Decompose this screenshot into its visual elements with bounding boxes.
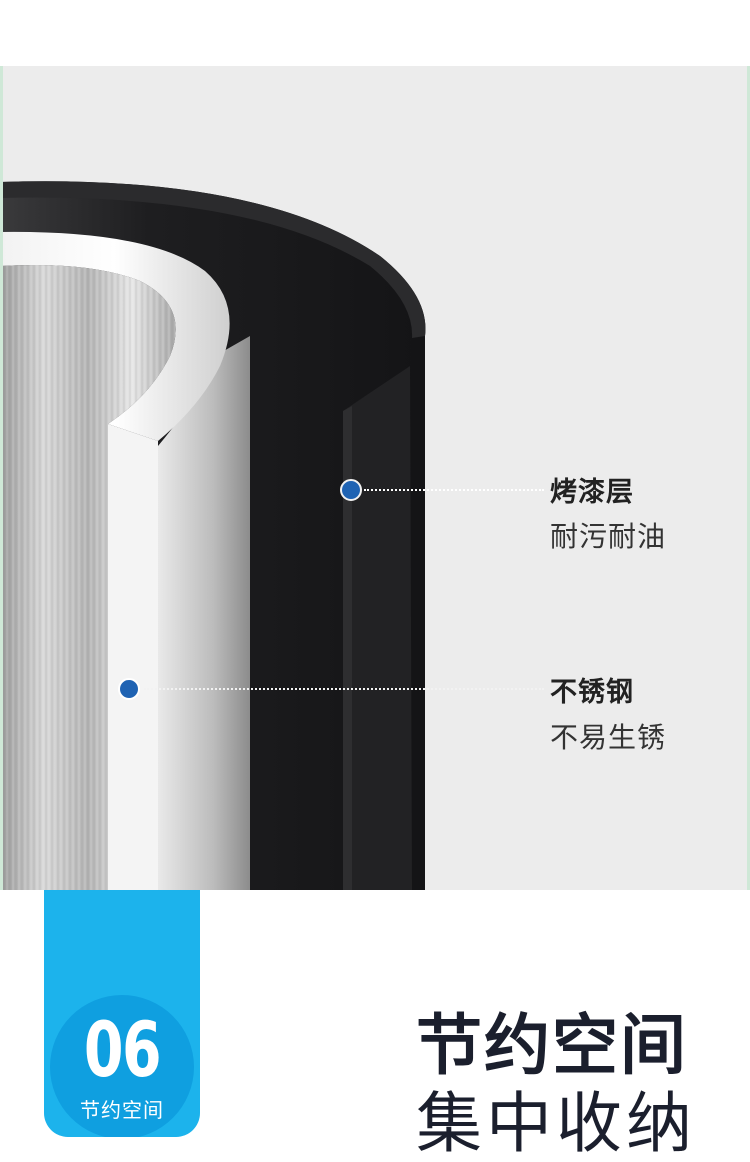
frame-edge-right xyxy=(747,66,750,890)
section-subtitle: 集中收纳 xyxy=(416,1085,696,1162)
callout-leader-line xyxy=(144,688,544,690)
callout-marker-dot xyxy=(340,479,362,501)
section-badge: 06 节约空间 xyxy=(44,890,200,1137)
frame-edge-left xyxy=(0,66,3,890)
badge-circle xyxy=(50,995,194,1137)
callout-description: 不易生锈 xyxy=(550,721,667,754)
callout-description: 耐污耐油 xyxy=(550,520,667,553)
callout-title: 不锈钢 xyxy=(550,677,634,708)
section-number: 06 xyxy=(83,1005,162,1094)
callout-title: 烤漆层 xyxy=(550,477,634,508)
section-title: 节约空间 xyxy=(416,1007,688,1084)
container-cutaway-illustration xyxy=(0,181,426,890)
product-illustration xyxy=(0,66,750,890)
callout-marker-dot xyxy=(118,678,140,700)
badge-label: 节约空间 xyxy=(80,1098,164,1122)
callout-leader-line xyxy=(364,489,544,491)
